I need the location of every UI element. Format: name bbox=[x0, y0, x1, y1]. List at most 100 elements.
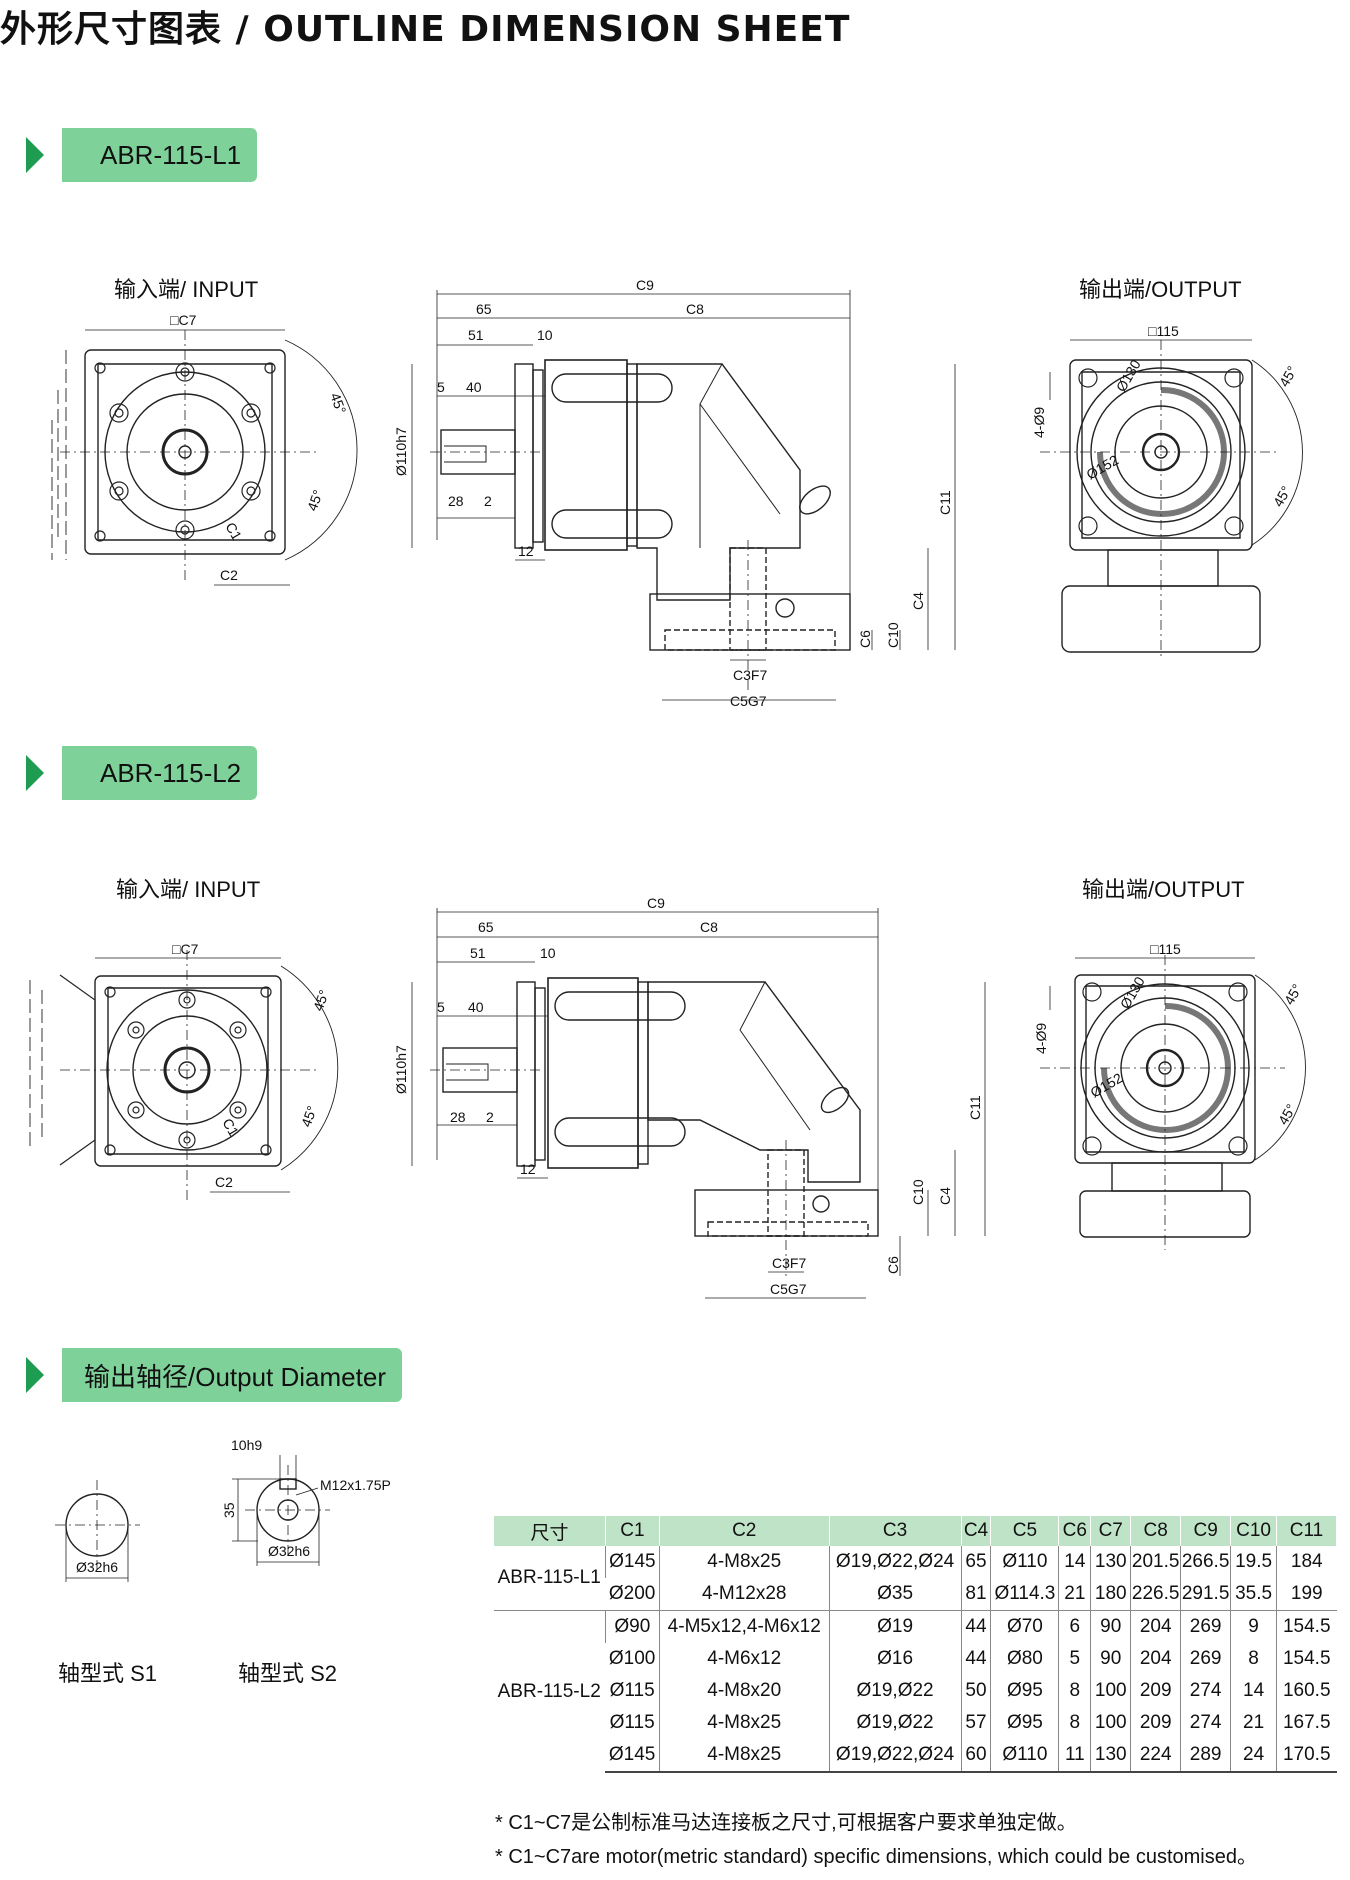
table-cell: 154.5 bbox=[1276, 1610, 1337, 1643]
dim-label: 45° bbox=[1270, 483, 1294, 509]
table-cell: 184 bbox=[1276, 1546, 1337, 1578]
table-cell: Ø95 bbox=[990, 1707, 1059, 1739]
table-cell: 130 bbox=[1090, 1546, 1131, 1578]
table-cell: 201.5 bbox=[1130, 1546, 1181, 1578]
column-header: C3 bbox=[828, 1516, 962, 1546]
banner-title: 输出轴径/Output Diameter bbox=[84, 1361, 386, 1392]
table-cell: Ø16 bbox=[828, 1643, 961, 1675]
table-cell: 8 bbox=[1058, 1675, 1091, 1707]
table-cell: Ø19,Ø22,Ø24 bbox=[828, 1739, 961, 1773]
table-cell: 170.5 bbox=[1276, 1739, 1337, 1773]
input-view-label: 输入端/ INPUT bbox=[116, 877, 261, 902]
shaft-type-s2-label: 轴型式 S2 bbox=[238, 1661, 338, 1686]
dim-label: 12 bbox=[520, 1161, 536, 1177]
table-cell: Ø90 bbox=[604, 1610, 660, 1643]
section-banner-l2: ABR-115-L2 bbox=[22, 746, 258, 800]
l1-input-view: □C7 C1 C2 45° 45° bbox=[51, 312, 358, 586]
table-cell: 224 bbox=[1130, 1739, 1181, 1773]
table-cell: 90 bbox=[1090, 1610, 1131, 1643]
table-cell: 4-M8x25 bbox=[658, 1707, 830, 1739]
table-cell: Ø70 bbox=[990, 1610, 1059, 1643]
table-cell: 44 bbox=[960, 1643, 991, 1675]
table-cell: 130 bbox=[1090, 1739, 1131, 1773]
dim-label: C2 bbox=[215, 1174, 233, 1190]
dim-label: 10 bbox=[540, 945, 556, 961]
table-cell: 8 bbox=[1230, 1643, 1277, 1675]
table-cell: 4-M12x28 bbox=[658, 1578, 830, 1611]
output-view-label: 输出端/OUTPUT bbox=[1082, 877, 1245, 902]
table-cell: 204 bbox=[1130, 1643, 1181, 1675]
l2-side-view: C9 C8 65 51 10 5 40 Ø110h7 28 2 12 C11 C… bbox=[393, 895, 986, 1299]
table-cell: Ø200 bbox=[608, 1583, 656, 1604]
dim-label: 40 bbox=[468, 999, 484, 1015]
table-cell: Ø145 bbox=[605, 1739, 660, 1773]
table-cell: 100 bbox=[1090, 1707, 1131, 1739]
dim-label: C8 bbox=[700, 919, 718, 935]
dim-label: 28 bbox=[450, 1109, 466, 1125]
dim-label: 4-Ø9 bbox=[1033, 1023, 1049, 1054]
dim-label: 28 bbox=[448, 493, 464, 509]
table-cell: Ø19 bbox=[828, 1610, 961, 1643]
dim-label: C5G7 bbox=[770, 1281, 807, 1297]
table-cell: 14 bbox=[1230, 1675, 1277, 1707]
banner-title: ABR-115-L1 bbox=[100, 139, 242, 170]
dim-label: 4-Ø9 bbox=[1031, 407, 1047, 438]
table-cell: 21 bbox=[1058, 1578, 1091, 1611]
table-cell: 19.5 bbox=[1230, 1546, 1277, 1578]
banner-title: ABR-115-L2 bbox=[100, 757, 242, 788]
shaft-s2-drawing: 10h9 M12x1.75P 35 Ø32h6 bbox=[221, 1437, 391, 1566]
dim-label: C9 bbox=[636, 277, 654, 293]
table-cell: 81 bbox=[960, 1578, 991, 1611]
table-cell: Ø110 bbox=[990, 1546, 1059, 1578]
dim-label: 65 bbox=[478, 919, 494, 935]
table-cell: 5 bbox=[1058, 1643, 1091, 1675]
dim-label: □115 bbox=[1150, 941, 1181, 957]
dim-label: C1 bbox=[222, 520, 245, 544]
table-cell: 266.5 bbox=[1180, 1546, 1231, 1578]
table-cell: Ø115 bbox=[609, 1712, 655, 1733]
dim-label: □115 bbox=[1148, 323, 1179, 339]
table-cell: 4-M8x20 bbox=[658, 1675, 830, 1707]
dim-label: □C7 bbox=[172, 941, 199, 957]
l1-side-view: C9 C8 65 51 10 5 40 Ø110h7 28 2 12 C11 C… bbox=[393, 277, 956, 709]
dim-label: C10 bbox=[910, 1179, 926, 1205]
dim-label: 65 bbox=[476, 301, 492, 317]
section-banner-l1: ABR-115-L1 bbox=[22, 128, 258, 182]
table-cell: Ø35 bbox=[828, 1578, 961, 1611]
dim-label: C4 bbox=[910, 592, 926, 610]
table-cell: 209 bbox=[1130, 1675, 1181, 1707]
dim-label: 35 bbox=[221, 1502, 237, 1518]
column-header: C4 bbox=[960, 1516, 992, 1546]
dim-label: C4 bbox=[937, 1187, 953, 1205]
table-cell: Ø100 bbox=[608, 1648, 656, 1669]
footnote: * C1~C7are motor(metric standard) specif… bbox=[495, 1846, 1257, 1868]
dim-label: 2 bbox=[484, 493, 492, 509]
input-view-label: 输入端/ INPUT bbox=[114, 277, 259, 302]
dim-label: Ø110h7 bbox=[393, 427, 409, 476]
dim-label: C9 bbox=[647, 895, 665, 911]
shaft-type-s1-label: 轴型式 S1 bbox=[58, 1661, 158, 1686]
table-cell: Ø19,Ø22 bbox=[828, 1707, 961, 1739]
model-cell: ABR-115-L2 bbox=[493, 1610, 606, 1772]
dim-label: 5 bbox=[437, 379, 445, 395]
dim-label: 12 bbox=[518, 543, 534, 559]
table-cell: 65 bbox=[960, 1546, 991, 1578]
column-header: C1 bbox=[604, 1516, 660, 1546]
table-cell: 226.5 bbox=[1130, 1578, 1181, 1611]
table-cell: Ø110 bbox=[990, 1739, 1059, 1773]
page-title: 外形尺寸图表 / OUTLINE DIMENSION SHEET bbox=[0, 9, 851, 50]
l2-input-view: □C7 C1 C2 45° 45° bbox=[29, 941, 339, 1200]
dim-label: C6 bbox=[885, 1256, 901, 1274]
shaft-s1-drawing: Ø32h6 bbox=[55, 1480, 140, 1582]
table-cell: 209 bbox=[1130, 1707, 1181, 1739]
table-cell: Ø114.3 bbox=[990, 1578, 1059, 1611]
table-cell: 57 bbox=[960, 1707, 991, 1739]
dim-label: 45° bbox=[1281, 981, 1305, 1007]
table-cell: Ø19,Ø22 bbox=[828, 1675, 961, 1707]
